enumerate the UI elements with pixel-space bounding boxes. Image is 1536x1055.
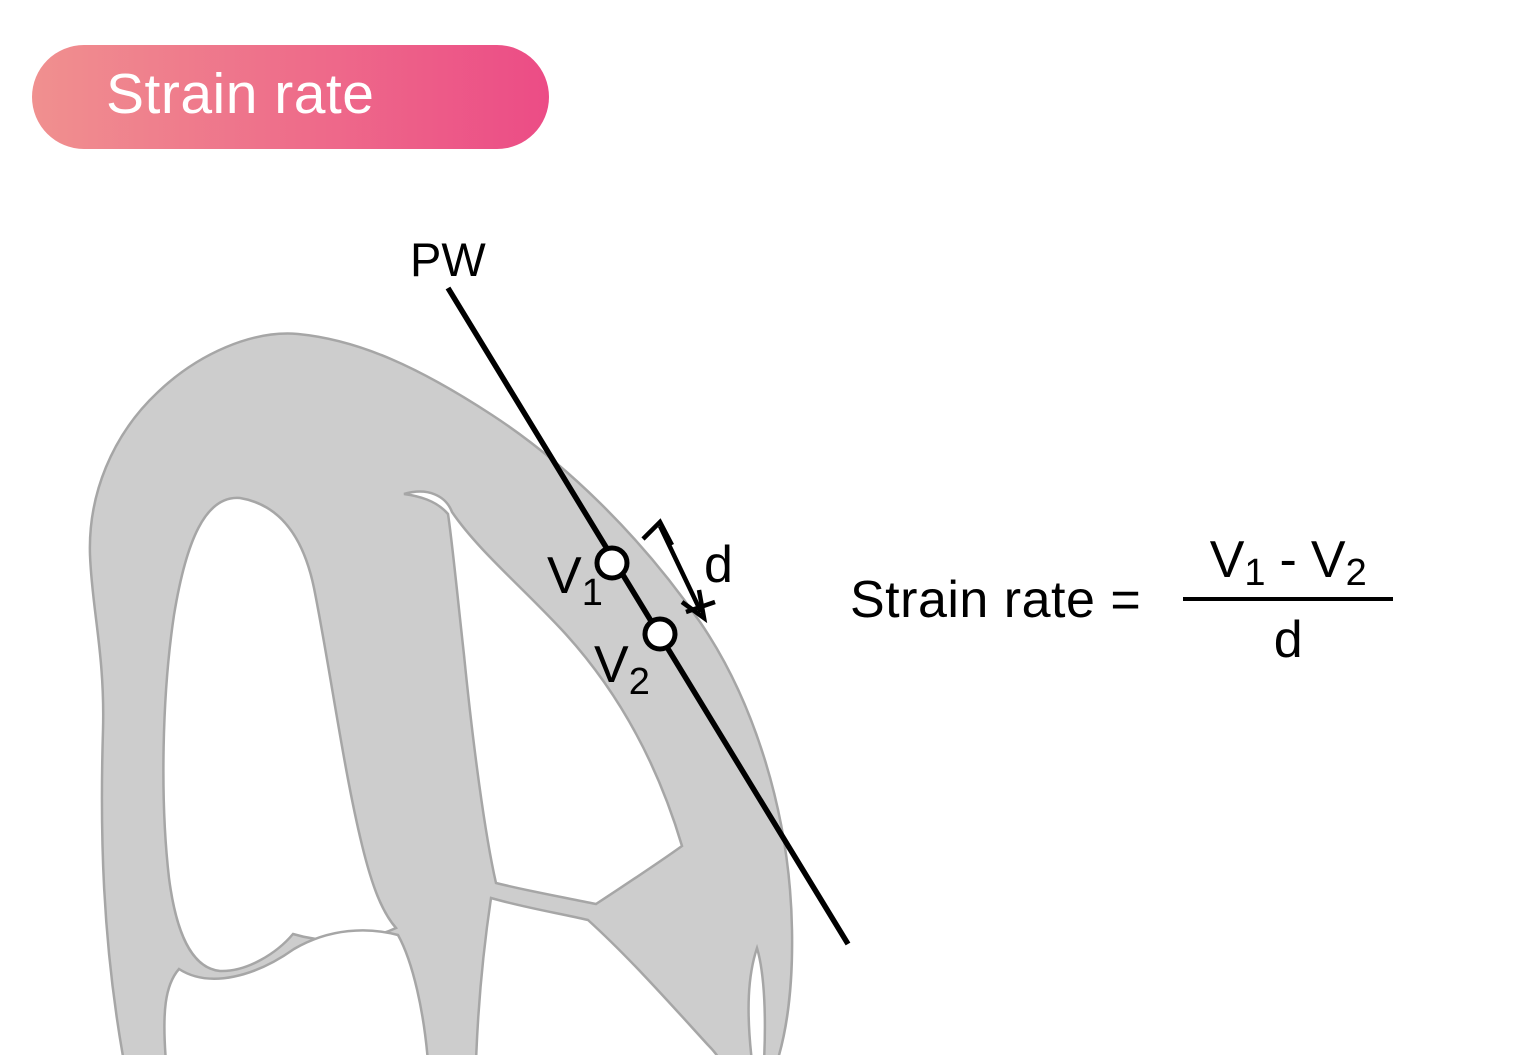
distance-arrow — [641, 518, 716, 624]
formula-denominator: d — [1273, 611, 1303, 669]
fraction-bar — [1183, 597, 1394, 601]
sample-point-v1 — [594, 545, 630, 581]
left-cavity — [162, 496, 399, 973]
formula-v2: V — [1310, 531, 1346, 589]
pw-label: PW — [410, 233, 486, 286]
formula-v2-sub: 2 — [1345, 552, 1367, 595]
formula-minus: - — [1279, 531, 1297, 589]
left-valve-opening — [163, 929, 429, 1055]
arrow-end-tick — [685, 599, 716, 615]
right-cavity — [403, 490, 684, 906]
formula-lhs: Strain rate = — [850, 570, 1142, 629]
pw-beam-line — [445, 286, 851, 946]
arrowhead-up-icon — [641, 518, 674, 547]
arrowhead-down-icon — [680, 589, 708, 624]
title-badge: Strain rate — [32, 45, 549, 149]
d-label: d — [704, 536, 733, 594]
right-valve-opening — [475, 896, 719, 1055]
right-wall-sliver — [747, 943, 767, 1055]
figure-title: Strain rate — [106, 62, 375, 126]
v2-label: V2 — [594, 636, 650, 703]
formula-v1: V — [1209, 531, 1245, 589]
sample-point-v2 — [642, 616, 678, 652]
formula-v1-sub: 1 — [1244, 552, 1266, 595]
v1-label: V1 — [547, 547, 603, 614]
